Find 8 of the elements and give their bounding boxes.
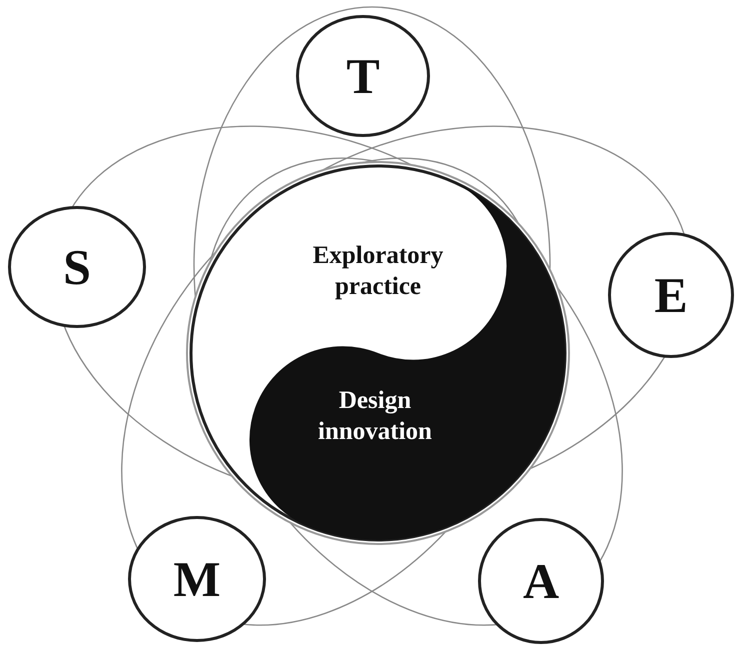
lower-half-label: Design innovation	[317, 386, 433, 448]
circle-letter: E	[654, 270, 688, 320]
circle-letter: S	[63, 242, 91, 292]
circle-letter: M	[173, 554, 221, 604]
circle-letter: T	[346, 51, 380, 101]
upper-half-label: Exploratory practice	[312, 241, 444, 302]
yin-yang-circle	[185, 160, 571, 546]
circle-letter: A	[522, 556, 560, 606]
